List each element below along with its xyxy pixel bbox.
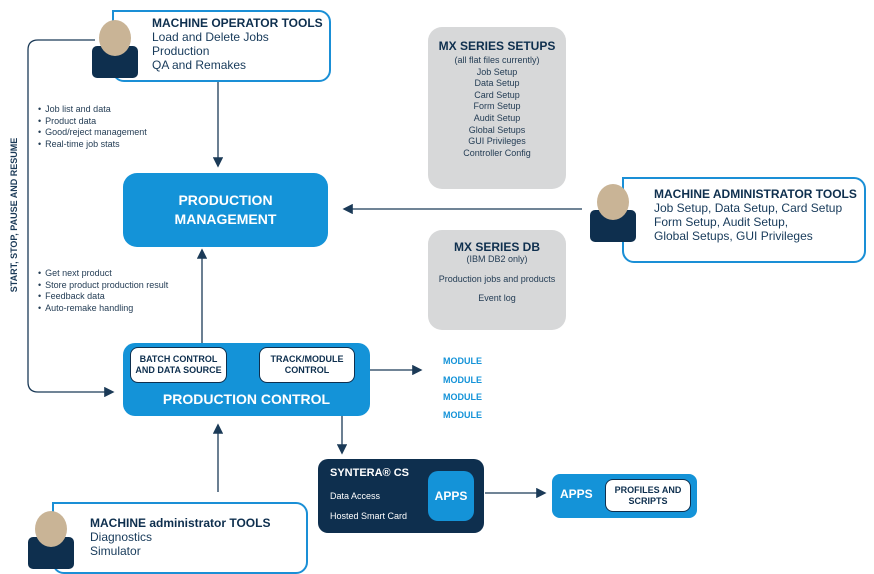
apps-box: APPS PROFILES AND SCRIPTS xyxy=(552,474,697,518)
setups-item: Job Setup xyxy=(476,66,518,77)
production-control-title: PRODUCTION CONTROL xyxy=(162,391,331,407)
db-item: Event log xyxy=(478,293,516,304)
operator-tools-line: QA and Remakes xyxy=(152,58,247,72)
syntera-title: SYNTERA® CS xyxy=(330,467,410,479)
mx-series-setups-box: MX SERIES SETUPS (all flat files current… xyxy=(428,27,566,189)
pm-line: MANAGEMENT xyxy=(174,211,277,227)
production-control-box: BATCH CONTROL AND DATA SOURCE TRACK/MODU… xyxy=(123,343,370,416)
admin-person-icon xyxy=(590,184,636,242)
bullet-item: Auto-remake handling xyxy=(38,303,168,315)
bullet-item: Product data xyxy=(38,116,147,128)
bullet-item: Job list and data xyxy=(38,104,147,116)
setups-item: Card Setup xyxy=(474,89,520,100)
db-title: MX SERIES DB xyxy=(453,240,540,254)
operator-tools-line: Load and Delete Jobs xyxy=(152,30,269,44)
syntera-cs-box: SYNTERA® CS Data Access Hosted Smart Car… xyxy=(318,459,484,533)
batch-control-pill: BATCH CONTROL AND DATA SOURCE xyxy=(130,347,227,383)
db-item xyxy=(428,266,566,272)
side-label: START, STOP, PAUSE AND RESUME xyxy=(9,137,19,293)
db-item: (IBM DB2 only) xyxy=(466,254,528,264)
profiles-scripts-pill: PROFILES AND SCRIPTS xyxy=(605,479,691,512)
apps-label: APPS xyxy=(560,487,593,501)
mx-series-db-box: MX SERIES DB (IBM DB2 only) Production j… xyxy=(428,230,566,330)
diagnostics-tools-line: Diagnostics xyxy=(90,530,153,544)
operator-person-icon xyxy=(92,20,138,78)
bullet-item: Store product production result xyxy=(38,280,168,292)
diagnostics-person-icon xyxy=(28,511,74,569)
pc-data-bullets: Get next product Store product productio… xyxy=(38,268,168,314)
bullet-item: Good/reject management xyxy=(38,127,147,139)
db-item: Production jobs and products xyxy=(438,273,556,284)
module-label: MODULE xyxy=(443,410,482,420)
pm-data-bullets: Job list and data Product data Good/reje… xyxy=(38,104,147,150)
setups-item: Audit Setup xyxy=(473,112,521,123)
diagnostics-tools-title: MACHINE administrator TOOLS xyxy=(90,516,271,530)
module-label: MODULE xyxy=(443,375,482,385)
module-label: MODULE xyxy=(443,356,482,366)
admin-tools-line: Job Setup, Data Setup, Card Setup xyxy=(654,201,843,215)
db-item xyxy=(428,285,566,291)
operator-tools-callout: MACHINE OPERATOR TOOLS Load and Delete J… xyxy=(112,10,331,82)
production-management-box: PRODUCTION MANAGEMENT xyxy=(123,173,328,247)
module-label: MODULE xyxy=(443,392,482,402)
setups-item: GUI Privileges xyxy=(468,136,526,147)
syntera-line: Data Access xyxy=(330,491,381,501)
start-stop-loop-arrow xyxy=(27,39,115,398)
syntera-line: Hosted Smart Card xyxy=(330,511,408,521)
track-module-pill: TRACK/MODULE CONTROL xyxy=(259,347,355,383)
admin-tools-callout: MACHINE ADMINISTRATOR TOOLS Job Setup, D… xyxy=(622,177,866,263)
setups-item: Global Setups xyxy=(468,124,526,135)
setups-item: (all flat files currently) xyxy=(454,55,540,65)
bullet-item: Real-time job stats xyxy=(38,139,147,151)
admin-tools-line: Form Setup, Audit Setup, xyxy=(654,215,789,229)
bullet-item: Get next product xyxy=(38,268,168,280)
bullet-item: Feedback data xyxy=(38,291,168,303)
admin-tools-line: Global Setups, GUI Privileges xyxy=(654,229,813,243)
setups-item: Data Setup xyxy=(474,78,520,89)
diagnostics-tools-callout: MACHINE administrator TOOLS Diagnostics … xyxy=(52,502,308,574)
admin-tools-title: MACHINE ADMINISTRATOR TOOLS xyxy=(654,187,857,201)
operator-tools-line: Production xyxy=(152,44,210,58)
setups-item: Form Setup xyxy=(473,101,521,112)
operator-tools-title: MACHINE OPERATOR TOOLS xyxy=(152,16,323,30)
setups-item: Controller Config xyxy=(463,147,531,158)
pm-line: PRODUCTION xyxy=(178,192,273,208)
setups-title: MX SERIES SETUPS xyxy=(438,39,556,53)
diagnostics-tools-line: Simulator xyxy=(90,544,141,558)
syntera-apps-box: APPS xyxy=(428,471,474,521)
